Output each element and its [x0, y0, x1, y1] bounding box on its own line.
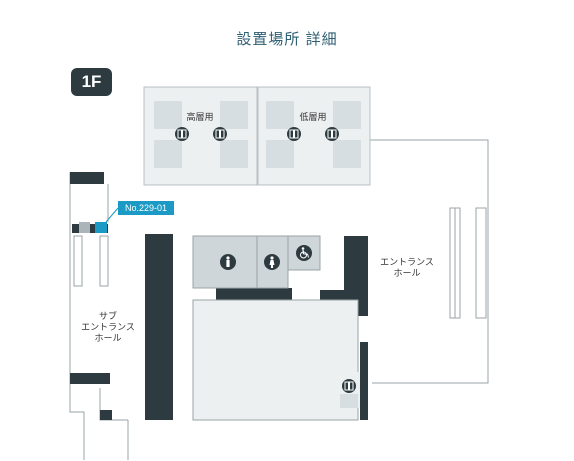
- sub-entrance-doors: [73, 235, 109, 287]
- elevator-icon: [342, 379, 356, 393]
- accessible-restroom-icon: [296, 245, 312, 261]
- restroom-male-icon: [220, 254, 236, 270]
- elevator-hall-high: [143, 86, 258, 186]
- label-sub-entrance-hall: サブ エントランス ホール: [81, 311, 135, 343]
- location-marker: [95, 222, 107, 233]
- floor-badge: 1F: [71, 68, 112, 96]
- entrance-doors: [449, 207, 487, 319]
- elevator-icon: [175, 127, 189, 141]
- callout-leader: [105, 207, 119, 223]
- label-low-floor-elevators: 低層用: [299, 112, 327, 122]
- label-entrance-hall: エントランス ホール: [380, 257, 434, 278]
- elevator-hall-low: [257, 86, 371, 186]
- page-title: 設置場所 詳細: [236, 31, 338, 48]
- equipment-square: [79, 222, 90, 233]
- elevator-icon: [213, 127, 227, 141]
- elevator-icon: [325, 127, 339, 141]
- center-room: [192, 299, 359, 421]
- elevator-icon: [287, 127, 301, 141]
- label-high-floor-elevators: 高層用: [186, 112, 214, 122]
- elevator-lower: [334, 372, 360, 408]
- restroom-female-icon: [264, 254, 280, 270]
- restroom-block: [192, 235, 321, 289]
- location-callout[interactable]: No.229-01: [118, 201, 174, 215]
